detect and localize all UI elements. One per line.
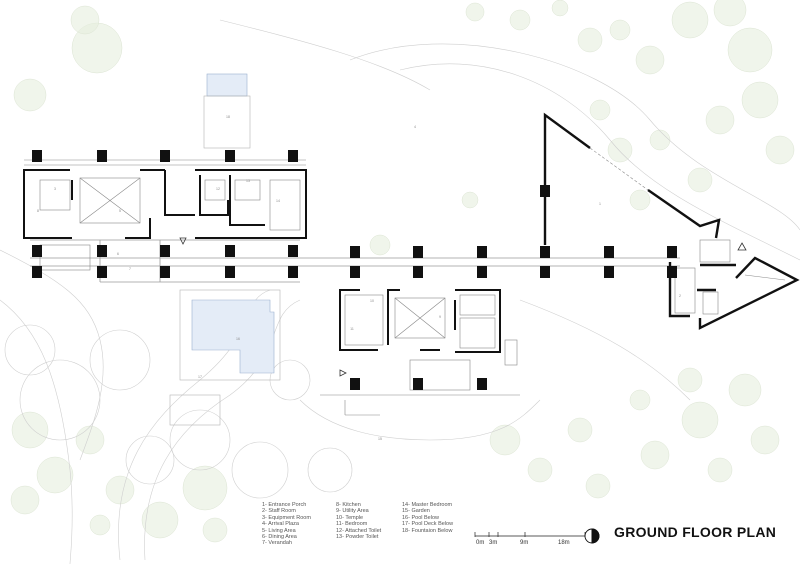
room-tag: 9 <box>439 315 441 319</box>
legend-item: 6- Dining Area <box>262 534 297 541</box>
scale-label-9: 9m <box>520 540 529 546</box>
block-middle <box>339 289 501 353</box>
legend-item: 11- Bedroom <box>336 521 368 528</box>
legend-item: 3- Equipment Room <box>262 514 311 521</box>
room-tag: 18 <box>226 115 230 119</box>
structural-columns <box>32 150 677 390</box>
north-arrow-icon <box>584 528 600 544</box>
room-tag: 13 <box>246 179 250 183</box>
legend-item: 18- Fountaion Below <box>402 527 453 534</box>
room-tag: 5 <box>119 209 121 213</box>
legend-item: 12- Attached Toilet <box>336 527 382 534</box>
pool-deck <box>169 95 281 426</box>
entry-markers <box>179 237 747 377</box>
legend-item: 16- Pool Below <box>402 514 439 521</box>
legend-item: 9- Utility Area <box>336 508 369 515</box>
block-west <box>23 169 307 239</box>
legend-item: 7- Verandah <box>262 540 292 547</box>
room-tags: 1 2 3 4 5 6 7 8 9 10 11 12 13 14 15 16 1… <box>37 115 681 441</box>
legend-item: 14- Master Bedroom <box>402 502 453 508</box>
block-east-interior <box>589 147 786 315</box>
room-tag: 17 <box>198 375 202 379</box>
room-tag: 14 <box>276 199 280 203</box>
legend-item: 1- Entrance Porch <box>262 502 307 508</box>
legend-item: 2- Staff Room <box>262 508 296 515</box>
legend-column-2: 8- Kitchen 9- Utility Area 10- Temple 11… <box>336 502 381 540</box>
legend-item: 15- Garden <box>402 508 430 515</box>
room-tag: 3 <box>54 187 56 191</box>
room-tag: 4 <box>414 125 416 129</box>
room-tag: 12 <box>216 187 220 191</box>
room-tag: 8 <box>37 209 39 213</box>
scale-bar <box>474 532 586 537</box>
room-tag: 15 <box>378 437 382 441</box>
legend-item: 5- Living Area <box>262 527 296 534</box>
block-middle-interior <box>320 294 520 416</box>
legend-item: 8- Kitchen <box>336 502 361 508</box>
room-tag: 1 <box>599 202 601 206</box>
legend-column-3: 14- Master Bedroom 15- Garden 16- Pool B… <box>402 502 453 534</box>
plan-title: GROUND FLOOR PLAN <box>614 524 777 540</box>
room-tag: 6 <box>117 252 119 256</box>
pool-below <box>191 73 275 374</box>
legend-item: 13- Powder Toilet <box>336 534 379 541</box>
block-east <box>543 112 800 330</box>
legend-item: 4- Arrival Plaza <box>262 521 299 528</box>
site-lines <box>0 19 800 564</box>
scale-label-0: 0m <box>476 540 485 546</box>
room-tag: 11 <box>350 327 354 331</box>
legend-item: 17- Pool Deck Below <box>402 521 454 528</box>
scale-label-3: 3m <box>489 540 498 546</box>
room-tag: 7 <box>129 267 131 271</box>
room-tag: 10 <box>370 299 374 303</box>
landscape-trees <box>10 0 795 543</box>
room-tag: 16 <box>236 337 240 341</box>
room-tag: 2 <box>679 294 681 298</box>
scale-label-18: 18m <box>558 540 570 546</box>
legend-item: 10- Temple <box>336 514 364 521</box>
legend-column-1: 1- Entrance Porch 2- Staff Room 3- Equip… <box>262 502 311 547</box>
